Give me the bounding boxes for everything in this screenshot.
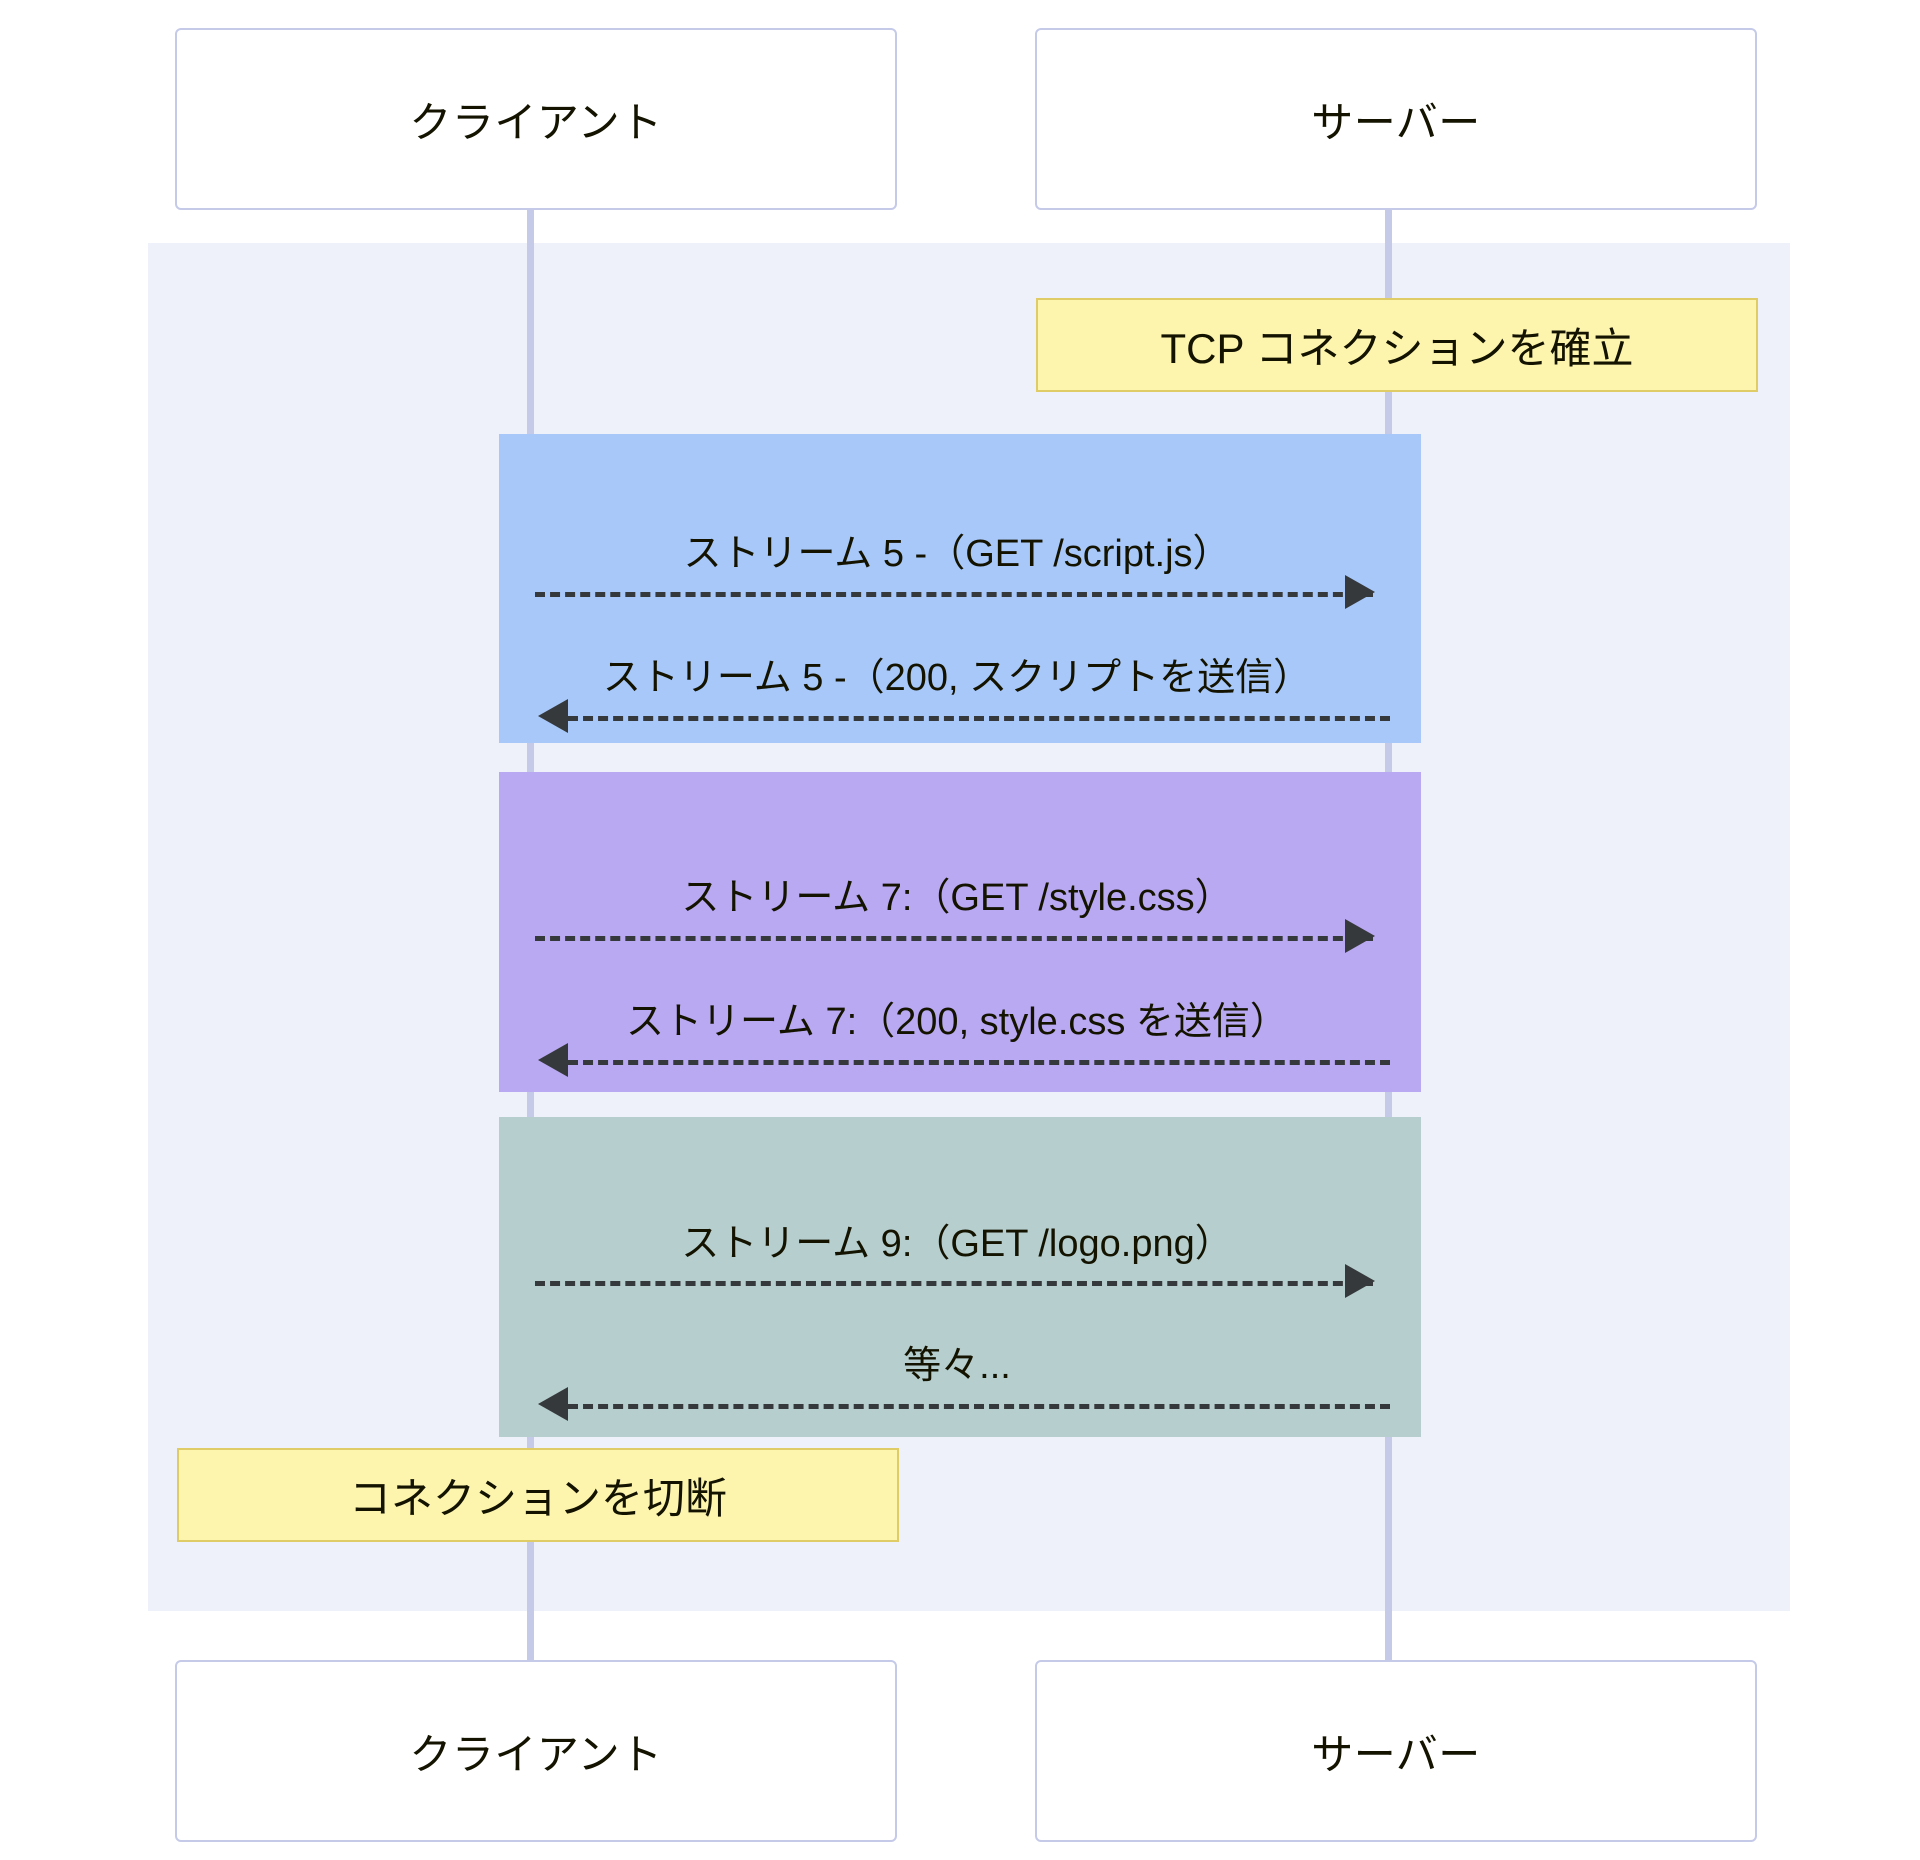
- note-tcp-connect-label: TCP コネクションを確立: [1160, 324, 1634, 372]
- msg-stream7-response-label: ストリーム 7:（200, style.css を送信）: [626, 1001, 1288, 1043]
- participant-box-server-bottom[interactable]: サーバー: [1035, 1660, 1757, 1842]
- participant-label-client-bottom: クライアント: [409, 1730, 663, 1778]
- msg-stream9-request-arrowhead: [1345, 1264, 1375, 1298]
- participant-label-server-bottom: サーバー: [1311, 1730, 1481, 1778]
- participant-label-client-top: クライアント: [409, 98, 663, 146]
- msg-stream7-request-line: [535, 936, 1373, 941]
- block-stream-7: [499, 772, 1421, 1092]
- participant-label-server-top: サーバー: [1311, 98, 1481, 146]
- msg-stream7-request-arrowhead: [1345, 919, 1375, 953]
- participant-box-client-top[interactable]: クライアント: [175, 28, 897, 210]
- msg-stream5-request-line: [535, 592, 1373, 597]
- msg-stream5-response-arrowhead: [538, 699, 568, 733]
- msg-stream9-request-label: ストリーム 9:（GET /logo.png）: [681, 1223, 1233, 1265]
- msg-stream7-response-line: [568, 1060, 1390, 1065]
- msg-stream5-request-label: ストリーム 5 -（GET /script.js）: [683, 533, 1231, 575]
- note-disconnect[interactable]: コネクションを切断: [177, 1448, 899, 1542]
- msg-stream5-request-arrowhead: [1345, 575, 1375, 609]
- block-stream-9: [499, 1117, 1421, 1437]
- msg-stream5-response-line: [568, 716, 1390, 721]
- msg-stream9-response-label: 等々...: [903, 1345, 1011, 1387]
- participant-box-server-top[interactable]: サーバー: [1035, 28, 1757, 210]
- msg-stream7-request-label: ストリーム 7:（GET /style.css）: [681, 877, 1233, 919]
- participant-box-client-bottom[interactable]: クライアント: [175, 1660, 897, 1842]
- msg-stream9-response-arrowhead: [538, 1387, 568, 1421]
- note-tcp-connect[interactable]: TCP コネクションを確立: [1036, 298, 1758, 392]
- block-stream-5: [499, 434, 1421, 743]
- note-disconnect-label: コネクションを切断: [348, 1474, 727, 1522]
- msg-stream5-response-label: ストリーム 5 -（200, スクリプトを送信）: [602, 657, 1312, 699]
- msg-stream9-request-line: [535, 1281, 1373, 1286]
- msg-stream9-response-line: [568, 1404, 1390, 1409]
- msg-stream7-response-arrowhead: [538, 1043, 568, 1077]
